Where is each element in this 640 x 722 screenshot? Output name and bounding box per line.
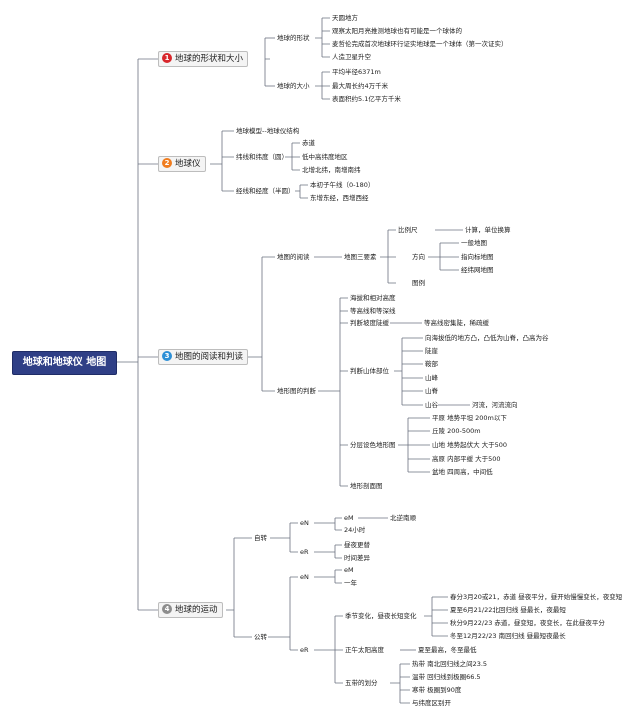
node-item[interactable]: 等高线和等深线: [350, 307, 396, 315]
node-section-map[interactable]: 地形剖面图: [350, 482, 383, 490]
node-item[interactable]: 麦哲伦完成首次地球环行证实地球是一个球体（第一次证实）: [332, 40, 508, 48]
node-item[interactable]: 山谷: [425, 401, 438, 409]
node-item[interactable]: 经纬网地图: [461, 266, 494, 274]
node-map-reading[interactable]: 地图的阅读: [277, 253, 310, 261]
node-item[interactable]: 24小时: [344, 526, 366, 534]
node-item[interactable]: 低中高纬度地区: [302, 153, 348, 161]
node-item[interactable]: 山地 地势起伏大 大于500: [432, 441, 508, 449]
node-item[interactable]: 鞍部: [425, 360, 438, 368]
node-item[interactable]: 观察太阳月亮推测地球也有可能是一个球体的: [332, 27, 462, 35]
node-revolution-b[interactable]: eR: [300, 646, 309, 654]
node-item[interactable]: 丘陵 200-500m: [432, 427, 481, 435]
number-badge-1: 1: [162, 53, 172, 63]
node-item[interactable]: 最大周长约4万千米: [332, 82, 389, 90]
node-item[interactable]: 平均半径6371m: [332, 68, 381, 76]
node-mountain-parts[interactable]: 判断山体部位: [350, 367, 389, 375]
node-item[interactable]: 赤道: [302, 139, 315, 147]
node-item[interactable]: 东增东经，西增西经: [310, 194, 369, 202]
node-item[interactable]: eM: [344, 514, 354, 522]
node-item[interactable]: 本初子午线（0-180）: [310, 181, 375, 189]
node-item[interactable]: 夏至6月21/22北回归线 昼最长，夜最短: [450, 606, 566, 614]
node-item[interactable]: 指向标地图: [461, 253, 494, 261]
number-badge-2: 2: [162, 158, 172, 168]
node-rotation-b[interactable]: eR: [300, 548, 309, 556]
number-badge-3: 3: [162, 351, 172, 361]
node-item[interactable]: 时间差异: [344, 554, 370, 562]
node-scale-note[interactable]: 计算，单位换算: [465, 226, 511, 234]
node-item[interactable]: 天圆地方: [332, 14, 358, 22]
node-noon-sun[interactable]: 正午太阳高度: [345, 646, 384, 654]
node-item[interactable]: 山脊: [425, 387, 438, 395]
node-item[interactable]: 人造卫星升空: [332, 53, 371, 61]
node-item[interactable]: 热带 南北回归线之间23.5: [412, 660, 488, 668]
node-globe-model[interactable]: 地球模型--地球仪结构: [236, 127, 300, 135]
node-noon-note[interactable]: 夏至最高，冬至最低: [418, 646, 477, 654]
node-longitude[interactable]: 经线和经度（半圆）: [236, 187, 295, 195]
node-item[interactable]: 北增北纬，南增南纬: [302, 166, 361, 174]
node-latitude[interactable]: 纬线和纬度（圆）: [236, 153, 288, 161]
node-three-elements[interactable]: 地图三要素: [344, 253, 377, 261]
branch-title: 地球仪: [175, 159, 201, 169]
branch-title: 地图的阅读和判读: [175, 352, 244, 362]
node-five-zones[interactable]: 五带的划分: [345, 679, 378, 687]
node-revolution-a[interactable]: eN: [300, 573, 309, 581]
node-revolution[interactable]: 公转: [254, 633, 267, 641]
number-badge-4: 4: [162, 604, 172, 614]
node-item[interactable]: 陡崖: [425, 347, 438, 355]
node-item[interactable]: 一般地图: [461, 239, 487, 247]
node-slope-note[interactable]: 等高线密集陡，稀疏缓: [424, 319, 489, 327]
node-item[interactable]: 平原 地势平坦 200m以下: [432, 414, 507, 422]
node-item[interactable]: 表面积约5.1亿平方千米: [332, 95, 401, 103]
node-item[interactable]: 高原 内部平缓 大于500: [432, 455, 501, 463]
node-item[interactable]: 昼夜更替: [344, 541, 370, 549]
branch-title: 地球的形状和大小: [175, 54, 244, 64]
node-scale[interactable]: 比例尺: [398, 226, 418, 234]
node-item[interactable]: 温带 回归线到极圈66.5: [412, 673, 481, 681]
node-layered-map[interactable]: 分层设色地形图: [350, 441, 396, 449]
node-slope[interactable]: 判断坡度陡缓: [350, 319, 389, 327]
node-item[interactable]: 与纬度区别开: [412, 699, 451, 707]
node-item[interactable]: 寒带 极圈到90度: [412, 686, 462, 694]
node-terrain-judgement[interactable]: 地形图的判断: [277, 387, 316, 395]
node-item[interactable]: 春分3月20或21，赤道 昼夜平分，昼开始慢慢变长，夜变短: [450, 593, 623, 601]
node-legend[interactable]: 图例: [412, 279, 425, 287]
node-item[interactable]: 一年: [344, 579, 357, 587]
node-direction[interactable]: 方向: [412, 253, 425, 261]
node-earth-shape[interactable]: 地球的形状: [277, 34, 310, 42]
node-item[interactable]: eM: [344, 566, 354, 574]
node-item[interactable]: 秋分9月22/23 赤道，昼变短，夜变长，在此昼夜平分: [450, 619, 605, 627]
node-item[interactable]: 盆地 四周高，中间低: [432, 468, 493, 476]
node-rotation-a[interactable]: eN: [300, 519, 309, 527]
node-seasons[interactable]: 季节变化，昼夜长短变化: [345, 612, 417, 620]
node-item[interactable]: 山峰: [425, 374, 438, 382]
node-rotation-note[interactable]: 北逆南顺: [390, 514, 416, 522]
node-earth-size[interactable]: 地球的大小: [277, 82, 310, 90]
node-item[interactable]: 海拔和相对高度: [350, 294, 396, 302]
root-node[interactable]: 地球和地球仪 地图: [12, 351, 117, 375]
branch-title: 地球的运动: [175, 605, 218, 615]
node-item[interactable]: 向海拔低的地方凸，凸低为山脊，凸高为谷: [425, 334, 549, 342]
node-rotation[interactable]: 自转: [254, 534, 267, 542]
node-valley-note[interactable]: 河流，河流流向: [472, 401, 518, 409]
node-item[interactable]: 冬至12月22/23 南回归线 昼最短夜最长: [450, 632, 566, 640]
